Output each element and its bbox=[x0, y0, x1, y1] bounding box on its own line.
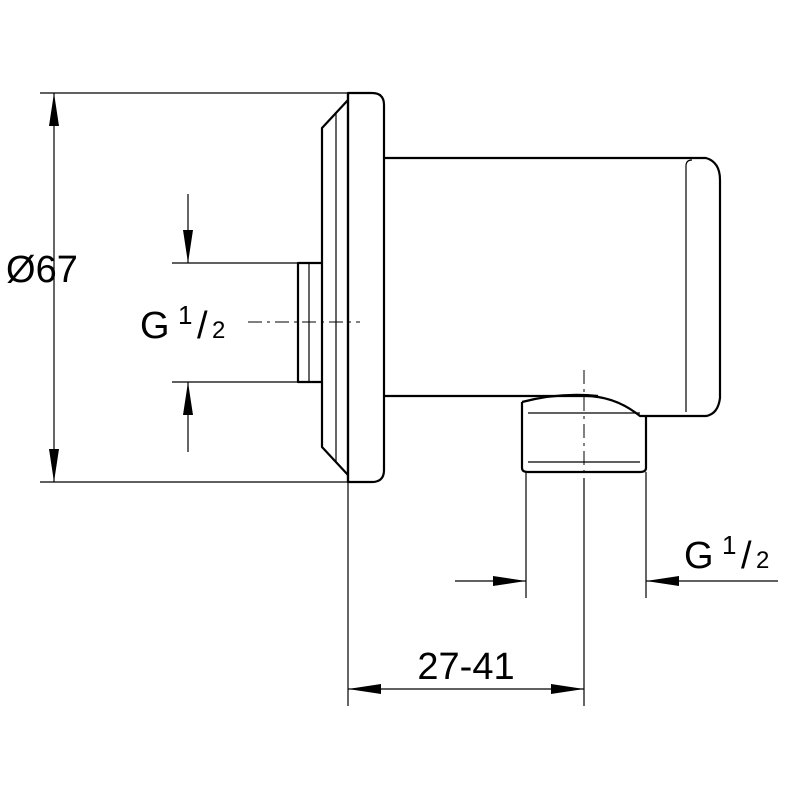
left-thread-dimension bbox=[172, 194, 298, 452]
diameter-dimension bbox=[40, 92, 348, 483]
diameter-label: Ø67 bbox=[6, 249, 78, 291]
left-thread-label: G 1 / 2 bbox=[140, 300, 225, 347]
wall-flange bbox=[320, 91, 386, 484]
bottom-thread-label: G 1 / 2 bbox=[684, 530, 769, 577]
depth-dimension bbox=[347, 478, 585, 706]
bottom-thread-dimension bbox=[455, 472, 778, 598]
depth-label: 27-41 bbox=[417, 646, 514, 688]
outlet-body bbox=[384, 156, 722, 418]
